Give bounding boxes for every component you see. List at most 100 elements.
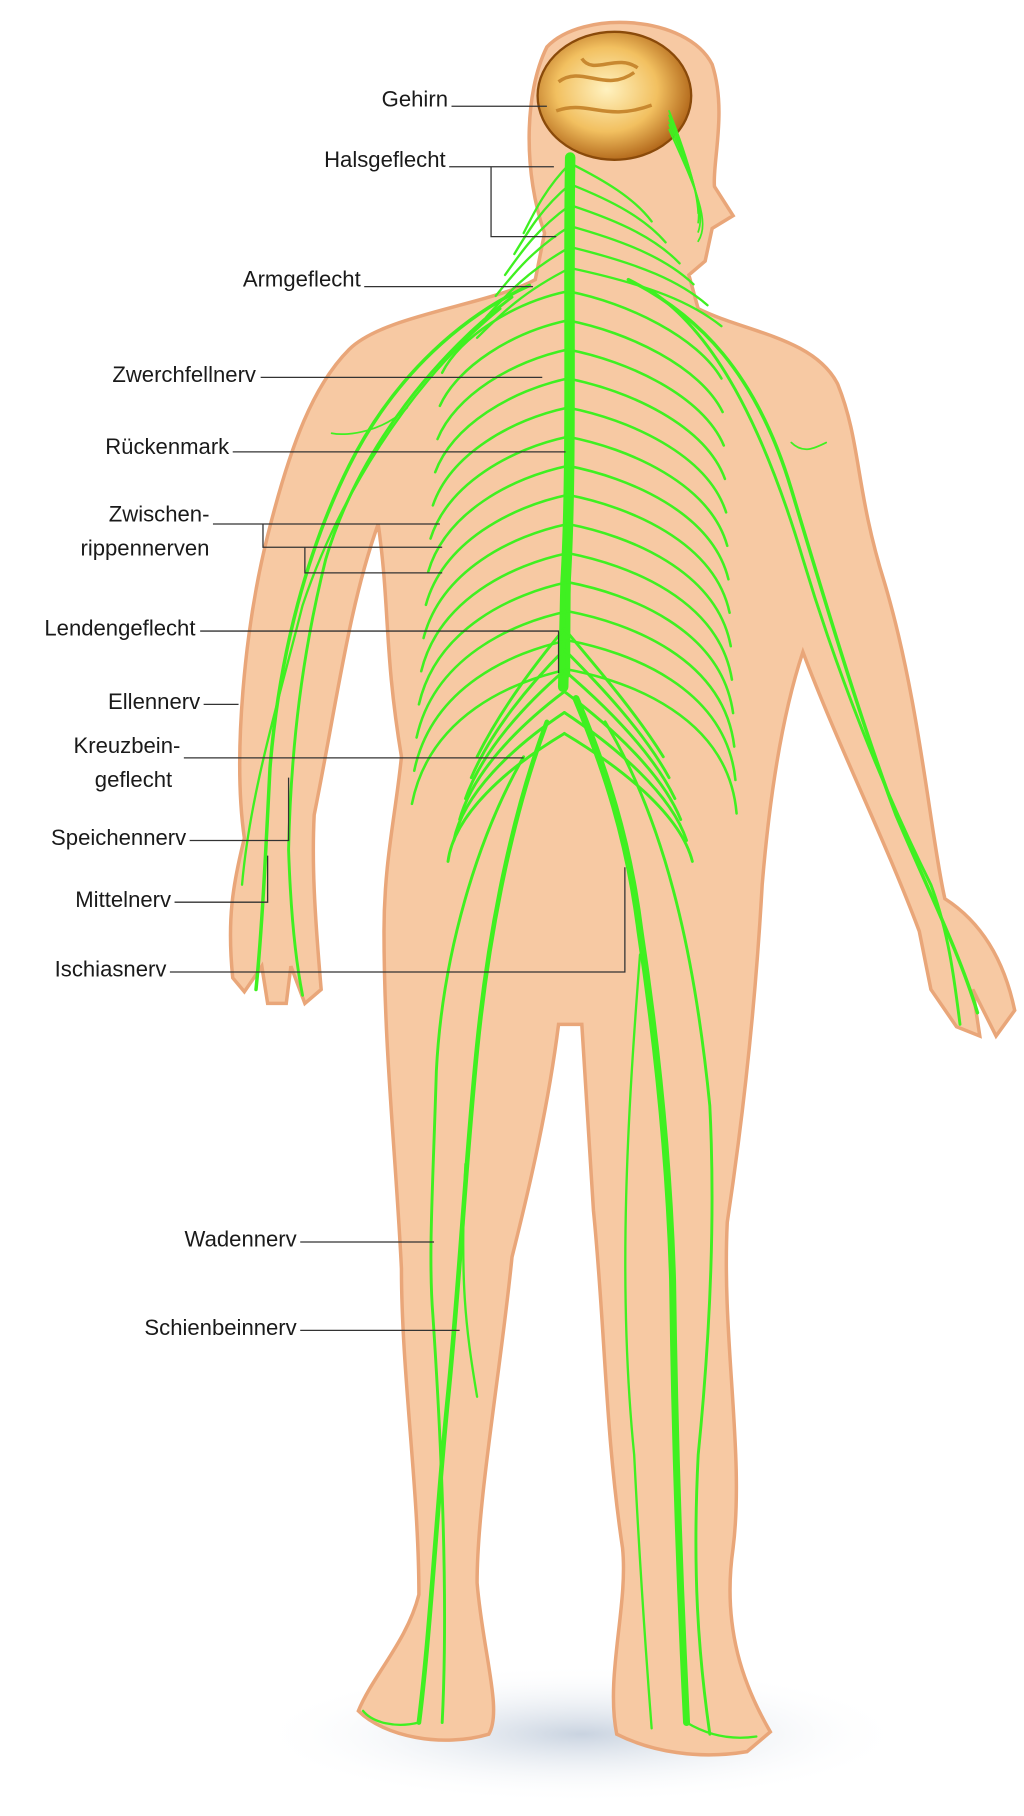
sciatic-nerve <box>572 695 691 1727</box>
tibial-nerve <box>462 1162 479 1398</box>
intercostal-nerve-right <box>566 609 736 748</box>
lumbar-nerve <box>562 669 677 801</box>
intercostal-nerve-left <box>429 435 570 540</box>
intercostal-nerve-right <box>566 668 738 815</box>
lumbar-nerve <box>562 711 688 842</box>
leader-line <box>304 547 443 574</box>
intercostal-nerve-right <box>566 464 730 581</box>
foot-nerve <box>685 1721 758 1739</box>
leader-line <box>174 855 269 903</box>
intercostal-nerve-left <box>422 522 570 640</box>
right-arm-nerve <box>626 277 980 1015</box>
leader-line <box>189 777 290 842</box>
label-text: Schienbeinnerv <box>144 1315 296 1340</box>
intercostal-nerve-left <box>426 464 570 573</box>
label-text: Ellennerv <box>108 689 200 714</box>
label-text: Gehirn <box>382 86 448 111</box>
intercostal-nerve-right <box>566 522 733 648</box>
intercostal-nerve-right <box>566 493 731 615</box>
common-peroneal-nerve <box>429 755 526 1724</box>
lumbar-nerve <box>458 690 566 822</box>
label-text: Wadennerv <box>185 1227 297 1252</box>
intercostal-nerve-right <box>566 377 727 481</box>
cervical-nerve <box>569 224 695 286</box>
label-mittelnerv: Mittelnerv <box>75 855 269 912</box>
label-text: geflecht <box>95 767 172 792</box>
intercostal-nerve-left <box>438 319 570 408</box>
lumbar-nerve <box>469 648 566 780</box>
label-wadennerv: Wadennerv <box>185 1227 435 1252</box>
label-text: Mittelnerv <box>75 887 171 912</box>
brain <box>536 30 693 161</box>
body-silhouette <box>228 20 1017 1757</box>
label-lendengeflecht: Lendengeflecht <box>44 616 560 673</box>
right-leg-nerve <box>603 720 714 1736</box>
intercostal-nerve-left <box>436 348 570 441</box>
label-text: Kreuzbein- <box>74 733 181 758</box>
label-text: Zwischen- <box>109 502 210 527</box>
right-arm-nerve <box>650 289 962 1026</box>
nerve-network <box>240 110 980 1739</box>
floor-shadow <box>256 1664 908 1804</box>
cervical-nerve <box>485 245 572 319</box>
cervical-nerve <box>475 266 572 339</box>
label-ellennerv: Ellennerv <box>108 689 239 714</box>
lumbar-nerve <box>562 627 665 759</box>
intercostal-nerve-left <box>410 668 570 806</box>
label-text: Speichennerv <box>51 825 186 850</box>
right-leg-nerve <box>624 953 653 1730</box>
cervical-nerve <box>522 162 572 235</box>
cervical-nerve <box>569 183 667 244</box>
intercostal-nerve-right <box>566 435 729 548</box>
label-armgeflecht: Armgeflecht <box>243 267 533 292</box>
facial-nerve <box>668 128 704 243</box>
foot-nerve <box>361 1709 421 1726</box>
cervical-nerve <box>513 183 572 256</box>
label-text: Zwerchfellnerv <box>112 362 256 387</box>
leader-bracket <box>490 166 557 238</box>
label-text: rippennerven <box>80 535 209 560</box>
label-zwischenrippennerven: Zwischen- rippennerven <box>80 502 443 574</box>
label-text: Halsgeflecht <box>324 147 446 172</box>
lumbar-nerve <box>464 669 566 801</box>
intercostal-nerve-left <box>419 551 570 673</box>
label-text: Rückenmark <box>105 434 230 459</box>
leader-line <box>200 630 560 673</box>
label-zwerchfellnerv: Zwerchfellnerv <box>112 362 543 387</box>
label-ischiasnerv: Ischiasnerv <box>55 867 626 982</box>
cervical-nerve <box>569 162 653 223</box>
intercostal-nerve-left <box>433 377 570 474</box>
label-halsgeflecht: Halsgeflecht <box>324 147 557 238</box>
lumbar-nerve <box>562 731 694 863</box>
intercostal-nerve-right <box>566 551 734 681</box>
intercostal-nerve-right <box>566 289 723 380</box>
intercostal-nerve-right <box>566 580 735 715</box>
brain-folds <box>555 57 653 114</box>
intercostal-nerve-left <box>412 639 570 772</box>
lumbar-nerve <box>562 648 671 780</box>
intercostal-nerve-left <box>440 289 570 375</box>
intercostal-nerve-left <box>415 609 570 739</box>
cervical-nerve <box>503 204 572 277</box>
cervical-nerve <box>569 266 723 328</box>
label-kreuzbeingeflecht: Kreuzbein- geflecht <box>74 733 524 792</box>
cervical-nerve <box>494 224 572 298</box>
intercostal-nerve-left <box>431 406 570 507</box>
intercostal-nerve-left <box>424 493 570 607</box>
intercostal-nerve-right <box>566 348 726 447</box>
left-arm-nerve <box>254 283 532 992</box>
leader-line <box>262 524 443 548</box>
label-text: Ischiasnerv <box>55 957 167 982</box>
intercostal-nerve-left <box>417 580 570 706</box>
cervical-nerve <box>569 245 709 307</box>
cervical-nerve <box>569 204 681 265</box>
label-speichennerv: Speichennerv <box>51 777 290 850</box>
left-arm-branch <box>330 406 409 436</box>
lumbar-nerve <box>475 627 566 759</box>
leader-line <box>169 867 626 973</box>
label-gehirn: Gehirn <box>382 86 547 111</box>
intercostal-nerve-right <box>566 319 724 414</box>
ulnar-nerve <box>240 307 502 886</box>
label-rueckenmark: Rückenmark <box>105 434 566 459</box>
